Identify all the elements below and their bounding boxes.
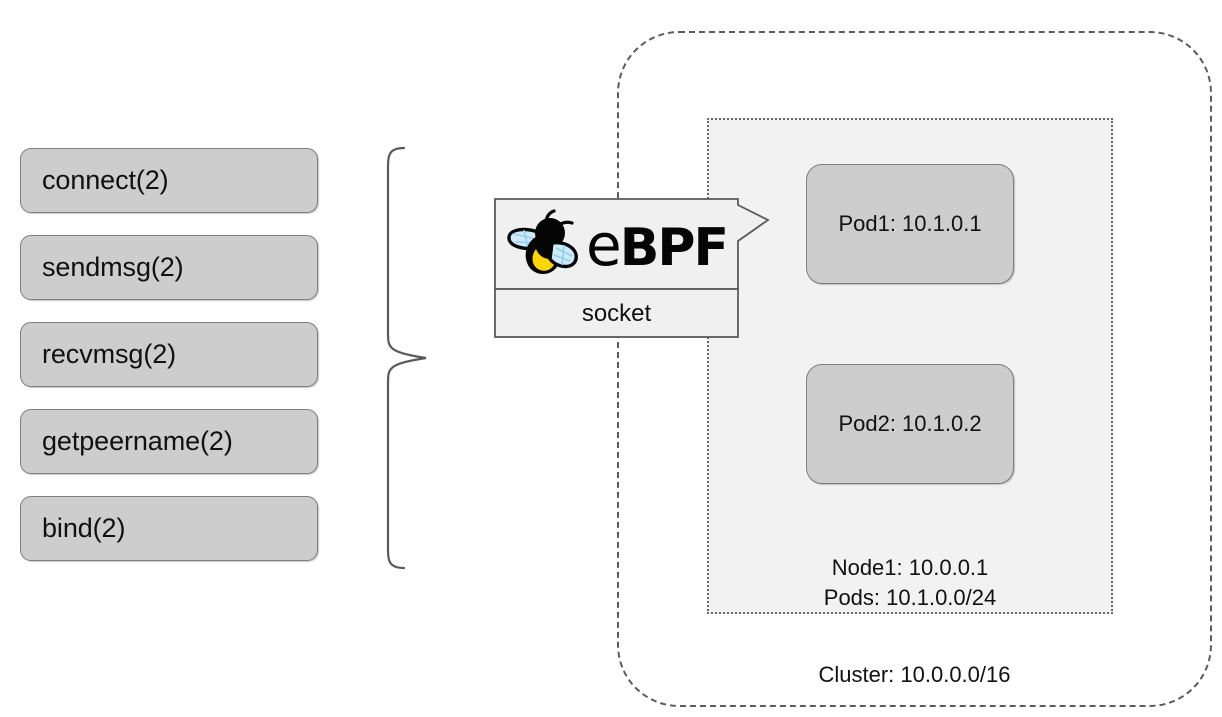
syscall-box-recvmsg: recvmsg(2) xyxy=(20,322,318,387)
syscall-box-getpeername: getpeername(2) xyxy=(20,409,318,474)
cluster-label: Cluster: 10.0.0.0/16 xyxy=(818,662,1011,687)
ebpf-wordmark-bpf: BPF xyxy=(619,218,729,278)
syscall-box-bind: bind(2) xyxy=(20,496,318,561)
bee-icon xyxy=(507,209,578,274)
syscall-label: recvmsg(2) xyxy=(42,339,177,369)
syscall-box-sendmsg: sendmsg(2) xyxy=(20,235,318,300)
syscall-label: sendmsg(2) xyxy=(42,252,184,282)
syscall-label: bind(2) xyxy=(42,513,126,543)
curly-brace-icon xyxy=(386,146,427,570)
node-pods-cidr-label: Pods: 10.1.0.0/24 xyxy=(823,585,997,610)
syscall-label: getpeername(2) xyxy=(42,426,233,456)
pod-label: Pod1: 10.1.0.1 xyxy=(838,211,982,236)
ebpf-wordmark-e: e xyxy=(586,211,622,279)
syscall-box-connect: connect(2) xyxy=(20,148,318,213)
ebpf-logo: eBPF xyxy=(494,198,739,290)
pod-label: Pod2: 10.1.0.2 xyxy=(838,411,982,436)
pod-box-pod1: Pod1: 10.1.0.1 xyxy=(806,164,1014,284)
pod-box-pod2: Pod2: 10.1.0.2 xyxy=(806,364,1014,484)
socket-hook-label: socket xyxy=(581,300,652,327)
ebpf-callout: eBPF socket xyxy=(494,198,770,338)
cluster-boundary xyxy=(617,31,1212,707)
node-name-label: Node1: 10.0.0.1 xyxy=(831,555,989,580)
syscall-label: connect(2) xyxy=(42,165,169,195)
ebpf-wordmark: eBPF xyxy=(586,216,729,274)
node-labels: Node1: 10.0.0.1 Pods: 10.1.0.0/24 xyxy=(707,553,1113,613)
